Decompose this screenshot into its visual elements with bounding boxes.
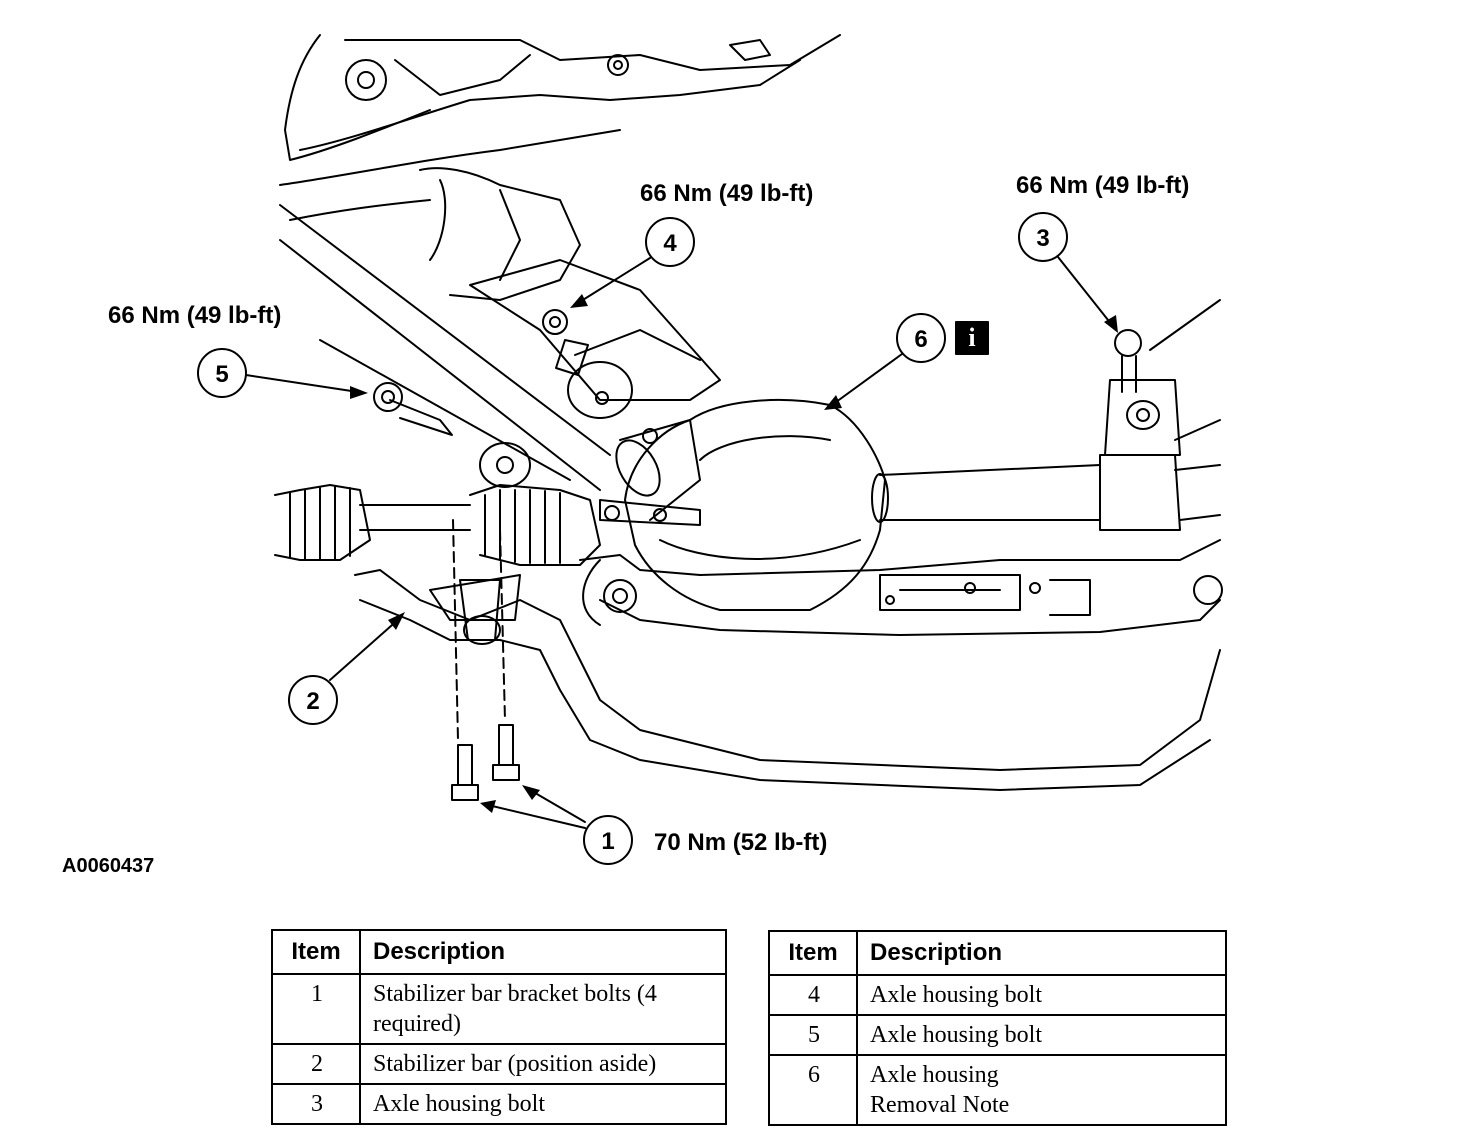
callout-circle-3 [1018, 212, 1068, 262]
callout-number-4: 4 [663, 230, 677, 257]
row-description: Axle housing bolt [856, 974, 1227, 1016]
header-item: Item [768, 930, 858, 976]
torque-label-1: 70 Nm (52 lb-ft) [654, 829, 828, 856]
row-item: 2 [271, 1043, 361, 1085]
callout-circle-6 [896, 313, 946, 363]
header-item: Item [271, 929, 361, 975]
callout-circle-4 [645, 217, 695, 267]
legend-table-right: Item Description 4 Axle housing bolt 5 A… [768, 930, 1227, 1126]
header-description: Description [856, 930, 1227, 976]
table-row: 5 Axle housing bolt [768, 1014, 1227, 1056]
row-description: Stabilizer bar (position aside) [359, 1043, 727, 1085]
differential-housing [599, 399, 886, 611]
stabilizer-bar [354, 569, 1221, 791]
callout-number-1: 1 [601, 828, 614, 855]
row-item: 5 [768, 1014, 858, 1056]
torque-label-4: 66 Nm (49 lb-ft) [640, 180, 814, 207]
callout-circle-1 [583, 815, 633, 865]
legend-header-row: Item Description [271, 929, 727, 975]
info-icon-glyph: i [968, 323, 975, 352]
info-icon [955, 321, 989, 355]
callout-number-6: 6 [914, 326, 927, 353]
subframe [579, 539, 1223, 636]
legend-table-left: Item Description 1 Stabilizer bar bracke… [271, 929, 727, 1125]
figure-id: A0060437 [62, 855, 155, 877]
row-description: Axle housing Removal Note [856, 1054, 1227, 1126]
leader-arrowheads [350, 294, 1118, 813]
table-row: 1 Stabilizer bar bracket bolts (4 requir… [271, 973, 727, 1045]
callout-number-3: 3 [1036, 225, 1049, 252]
callout-circle-2 [288, 675, 338, 725]
bracket-bolts [451, 519, 520, 801]
axle-tube [871, 299, 1221, 531]
legend-header-row: Item Description [768, 930, 1227, 976]
row-description: Axle housing bolt [359, 1083, 727, 1125]
row-item: 1 [271, 973, 361, 1045]
row-item: 6 [768, 1054, 858, 1126]
callout-leaders [197, 212, 1113, 865]
callout-circle-5 [197, 348, 247, 398]
row-description-text: Axle housing [870, 1062, 999, 1088]
table-row: 3 Axle housing bolt [271, 1083, 727, 1125]
mount-bracket [469, 259, 721, 419]
row-description: Stabilizer bar bracket bolts (4 required… [359, 973, 727, 1045]
table-row: 4 Axle housing bolt [768, 974, 1227, 1016]
header-description: Description [359, 929, 727, 975]
engine-structure [279, 34, 841, 301]
left-half-shaft [274, 442, 601, 566]
axle-housing-bolts [373, 309, 1142, 436]
drive-shaft [279, 204, 701, 521]
removal-note-link[interactable]: Removal Note [870, 1092, 1010, 1118]
callout-number-5: 5 [215, 361, 228, 388]
torque-label-3: 66 Nm (49 lb-ft) [1016, 172, 1190, 199]
table-row: 6 Axle housing Removal Note [768, 1054, 1227, 1126]
axle-diagram: 1 2 3 4 5 6 i [197, 34, 1223, 865]
callout-number-2: 2 [306, 688, 319, 715]
torque-label-5: 66 Nm (49 lb-ft) [108, 302, 282, 329]
row-description: Axle housing bolt [856, 1014, 1227, 1056]
row-item: 3 [271, 1083, 361, 1125]
row-item: 4 [768, 974, 858, 1016]
table-row: 2 Stabilizer bar (position aside) [271, 1043, 727, 1085]
